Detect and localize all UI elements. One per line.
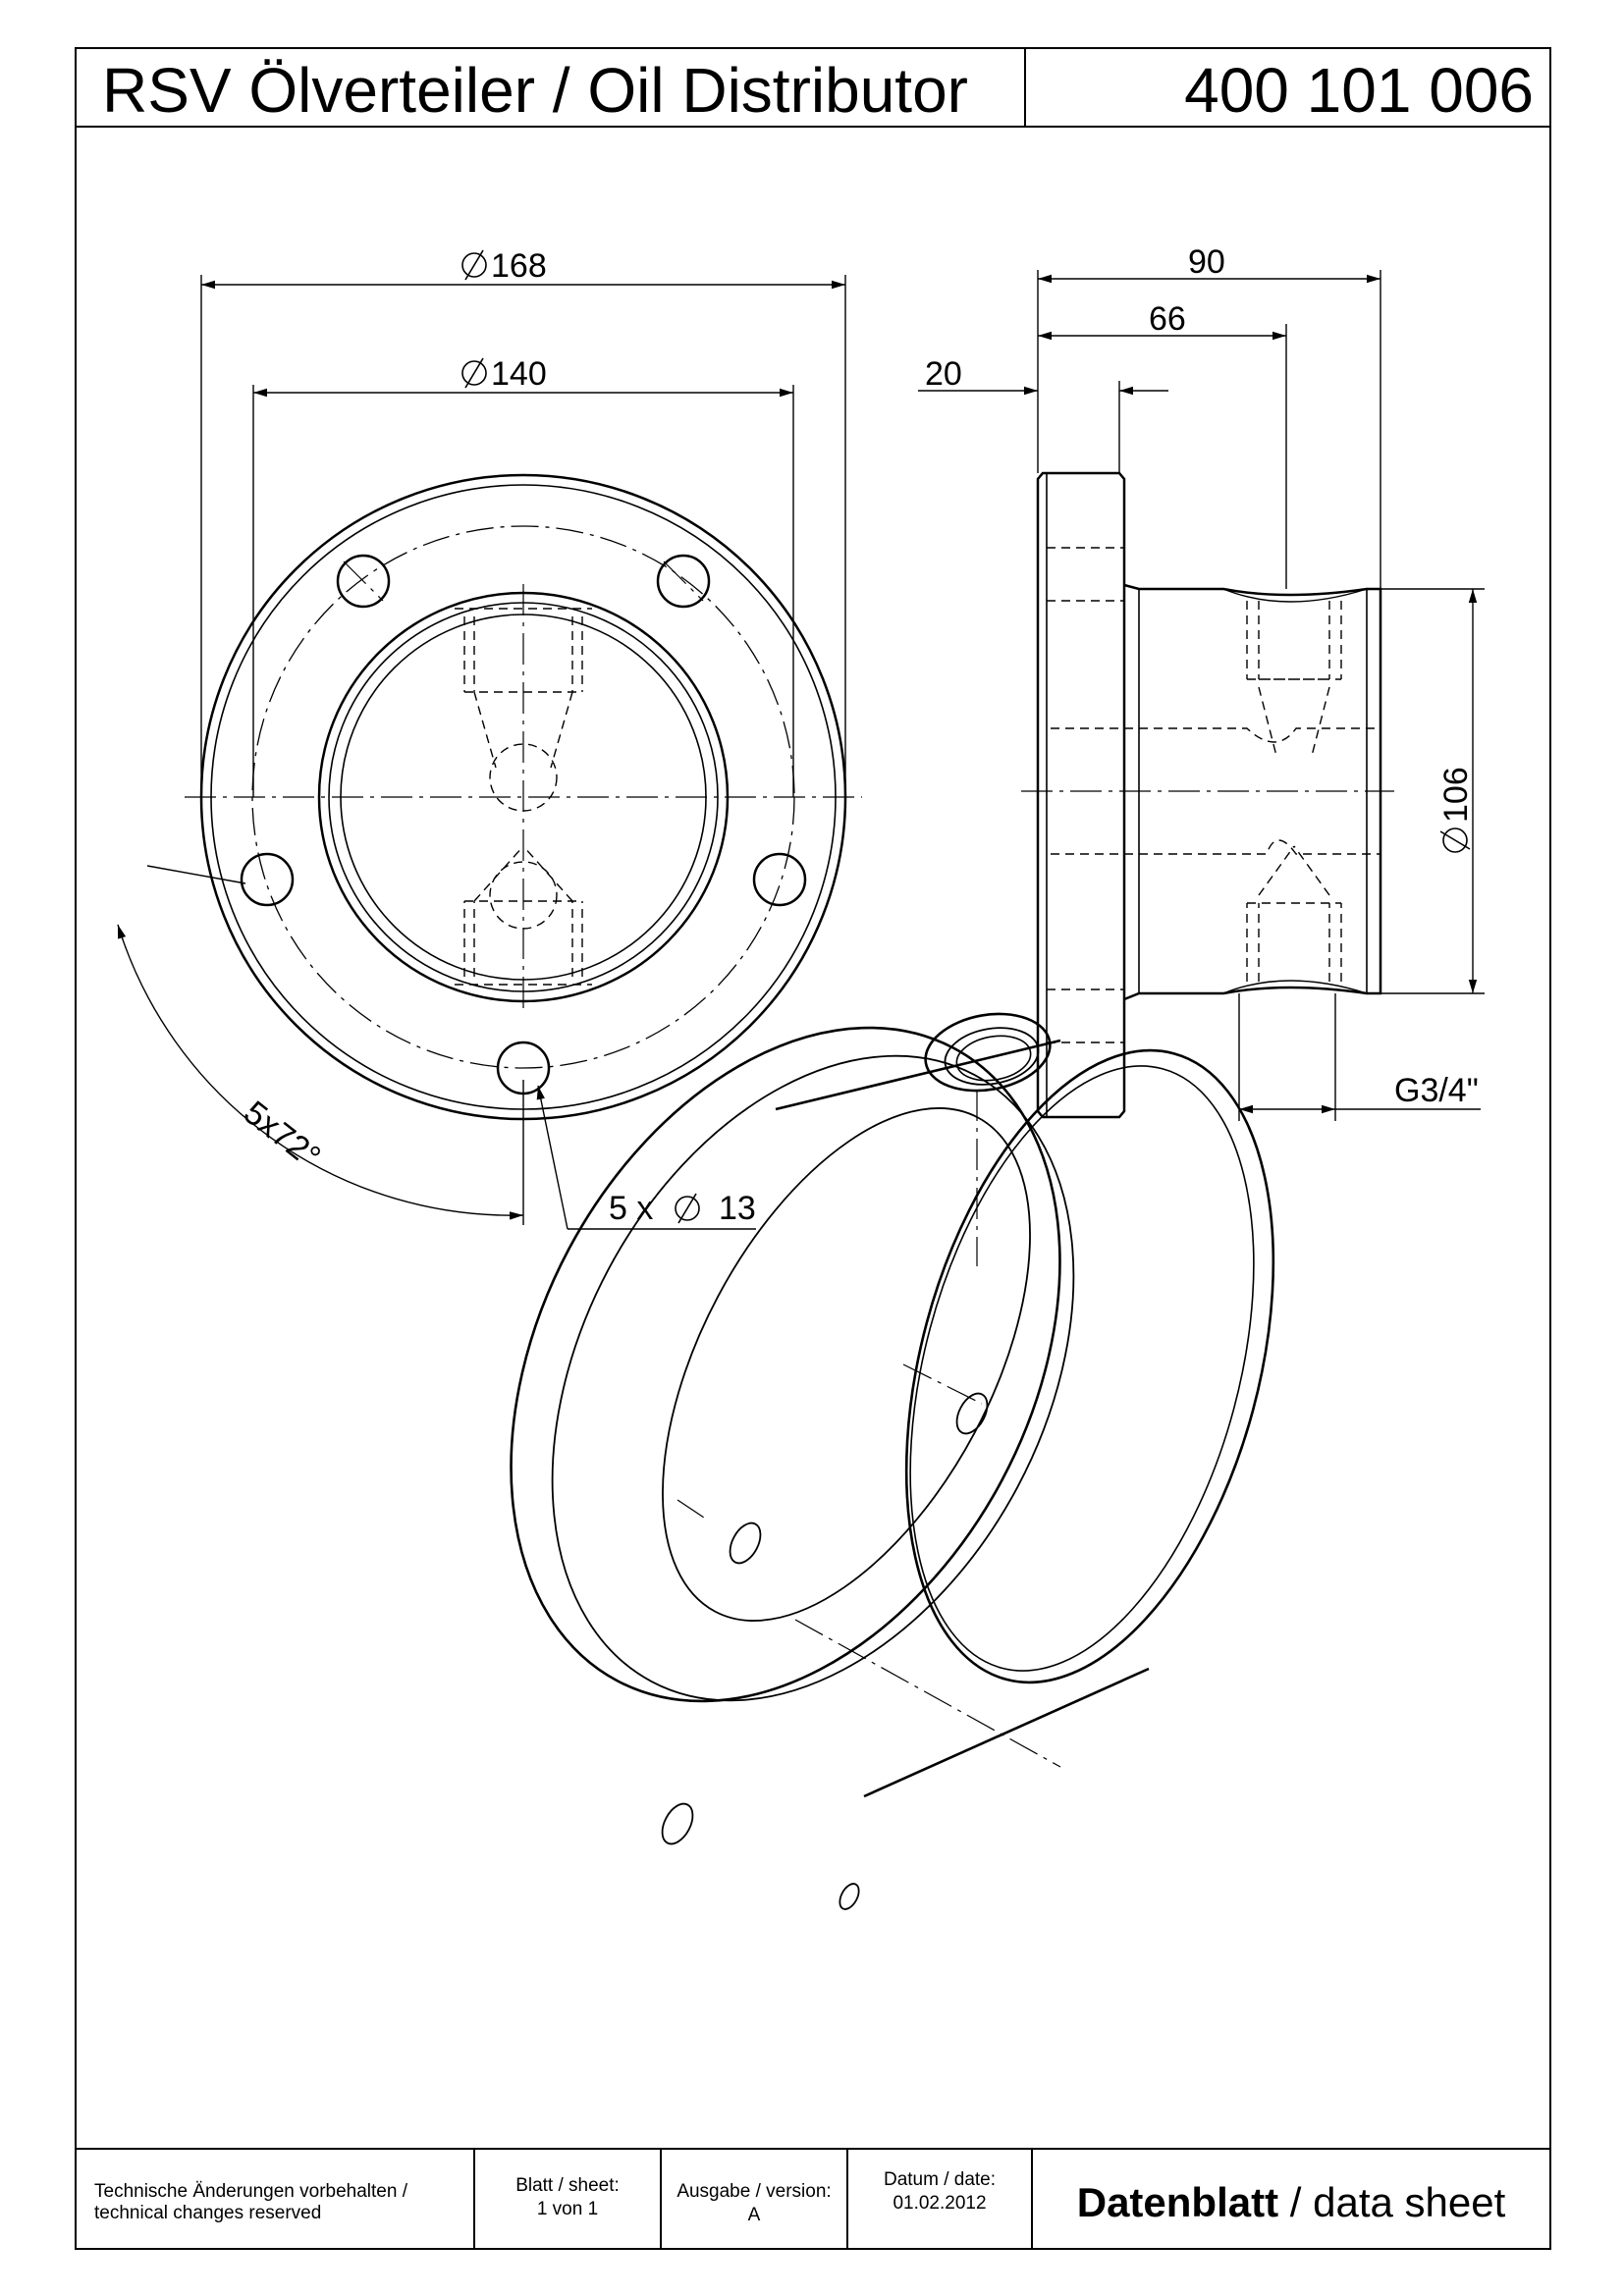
- iso-body-face: [904, 1048, 1275, 1684]
- hidden-lines-side: [1047, 547, 1380, 1043]
- isometric-view: [510, 1012, 1275, 1910]
- front-view: [117, 275, 862, 1230]
- iso-flange-front: [551, 1054, 1075, 1702]
- dim-168: 168: [461, 247, 547, 285]
- dim-length-body: 66: [1149, 300, 1186, 338]
- center-lines-front: [185, 561, 862, 1011]
- date-value: 01.02.2012: [893, 2193, 987, 2214]
- footer-date-cell: Datum / date: 01.02.2012: [848, 2150, 1033, 2250]
- iso-center-lines: [677, 1090, 1061, 1768]
- iso-body-bottom: [863, 1667, 1150, 1798]
- iso-body-top: [775, 1039, 1061, 1111]
- bolt-hole: [656, 554, 711, 609]
- date-label: Datum / date:: [883, 2169, 997, 2190]
- footer-sheet-cell: Blatt / sheet: 1 von 1: [475, 2150, 662, 2250]
- dim-hole-pattern: 5x72°: [237, 1094, 327, 1176]
- dim-bolt-circle-diameter: 140: [491, 355, 547, 393]
- bolt-hole: [336, 554, 391, 609]
- dim-holes: 5 x 13: [609, 1190, 756, 1227]
- dim-body-diameter: 106: [1437, 767, 1475, 823]
- iso-body-face-chamfer: [909, 1065, 1255, 1672]
- dim-lines-side: [918, 270, 1485, 1121]
- footer-notice-cell: Technische Änderungen vorbehalten / tech…: [75, 2150, 475, 2250]
- notice-line-2: technical changes reserved: [94, 2203, 322, 2223]
- dim-thread: G3/4": [1394, 1072, 1479, 1109]
- body-profile: [1123, 583, 1382, 1001]
- dimension-labels: 168 140 90 66 20 106 G3/4" 5x72° 5 x 13: [237, 243, 1479, 1227]
- dim-length-total: 90: [1188, 243, 1225, 281]
- drawing-title: RSV Ölverteiler / Oil Distributor: [102, 55, 968, 126]
- bolt-hole: [240, 852, 295, 907]
- version-value: A: [747, 2205, 761, 2225]
- notice-line-1: Technische Änderungen vorbehalten /: [94, 2181, 408, 2202]
- sheet-value: 1 von 1: [536, 2199, 599, 2219]
- dim-hole-diameter: 13: [719, 1190, 756, 1227]
- title-block-footer: Technische Änderungen vorbehalten / tech…: [75, 2148, 1551, 2250]
- footer-doctype-cell: Datenblatt / data sheet: [1033, 2150, 1549, 2250]
- document-type-bold: Datenblatt: [1076, 2179, 1279, 2225]
- dim-140: 140: [461, 355, 547, 393]
- document-type-rest: / data sheet: [1278, 2179, 1506, 2225]
- iso-flange-back: [510, 1026, 1061, 1703]
- side-view: [918, 270, 1485, 1121]
- sheet-label: Blatt / sheet:: [515, 2175, 620, 2196]
- dim-106: 106: [1437, 767, 1475, 853]
- part-number: 400 101 006: [1184, 55, 1534, 126]
- dim-lines-front: [117, 275, 846, 1230]
- dim-outer-diameter: 168: [491, 247, 547, 285]
- dim-flange-thickness: 20: [925, 355, 962, 393]
- bolt-hole: [752, 852, 807, 907]
- title-block-header: RSV Ölverteiler / Oil Distributor 400 10…: [75, 47, 1551, 128]
- drawing-frame: [75, 47, 1551, 2250]
- footer-version-cell: Ausgabe / version: A: [662, 2150, 848, 2250]
- flange-profile: [1036, 471, 1126, 1119]
- header-divider: [1024, 47, 1026, 126]
- iso-body-base: [662, 1107, 1031, 1622]
- version-label: Ausgabe / version:: [677, 2181, 832, 2202]
- iso-bolt-holes: [661, 1392, 989, 1910]
- iso-port: [924, 1012, 1052, 1093]
- document-type: Datenblatt / data sheet: [1033, 2179, 1549, 2226]
